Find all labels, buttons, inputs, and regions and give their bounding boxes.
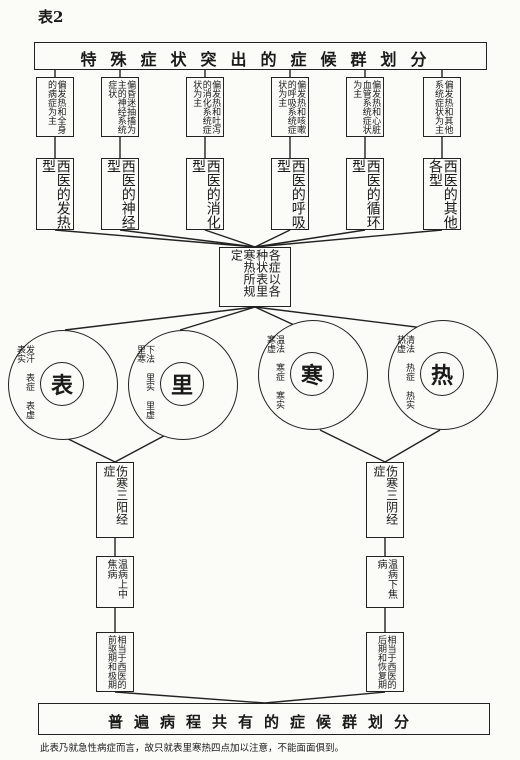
type-label: 西医的循环型 — [350, 159, 381, 229]
left-chain-box-1: 伤寒三阳经症 — [96, 462, 134, 538]
type-label: 西医的其他各型 — [427, 159, 458, 229]
chain-text: 伤寒三阳经症 — [102, 465, 129, 525]
circle-re: 清法 热症 热实 热虚 热 — [388, 320, 498, 430]
type-box-respiratory: 西医的呼吸型 — [271, 158, 309, 230]
type-label: 西医的消化型 — [190, 159, 221, 229]
chain-text: 相当于西医的后期和恢复期 — [376, 635, 396, 689]
circle-biao: 发汗 表症 表虚 表实 表 — [8, 330, 118, 440]
type-label: 西医的呼吸型 — [275, 159, 306, 229]
center-summary-box: 各症以各种状表里寒热所规定 — [219, 247, 291, 307]
right-chain-box-2: 温病下焦病 — [366, 556, 404, 608]
desc-text: 偏昏迷抽搐为主的神经系统症状 — [106, 80, 136, 134]
type-box-digestive: 西医的消化型 — [186, 158, 224, 230]
chain-text: 温病下焦病 — [375, 559, 397, 599]
type-box-neuro: 西医的神经型 — [101, 158, 139, 230]
chain-text: 相当于西医的前驱期和极期 — [106, 635, 126, 689]
desc-box-neuro: 偏昏迷抽搐为主的神经系统症状 — [101, 77, 139, 137]
type-box-circulatory: 西医的循环型 — [346, 158, 384, 230]
header-title: 特殊症状突出的症候群划分 — [80, 50, 441, 69]
desc-text: 偏发热和其他系统症状为主 — [433, 80, 453, 134]
type-box-fever: 西医的发热型 — [36, 158, 74, 230]
desc-box-circulatory: 偏发热和心脏血管系统症状为主 — [346, 77, 384, 137]
ring-text: 温法 寒症 寒实 寒虚 — [265, 335, 284, 409]
footer-title: 普遍病程共有的症候群划分 — [107, 713, 420, 731]
core-li: 里 — [160, 362, 204, 406]
type-label: 西医的发热型 — [40, 159, 71, 229]
desc-box-digestive: 偏发热和吐泻的消化系统症状为主 — [186, 77, 224, 137]
desc-text: 偏发热和吐泻的消化系统症状为主 — [191, 80, 221, 134]
ring-text: 发汗 表症 表虚 表实 — [15, 345, 34, 419]
type-label: 西医的神经型 — [105, 159, 136, 229]
footer-box: 普遍病程共有的症候群划分 — [38, 703, 490, 735]
desc-text: 偏发热和心脏血管系统症状为主 — [351, 80, 381, 134]
circle-li: 下法 里实 里虚 里寒 里 — [128, 330, 238, 440]
type-box-other: 西医的其他各型 — [423, 158, 461, 230]
center-text: 各症以各种状表里寒热所规定 — [229, 249, 282, 297]
circle-han: 温法 寒症 寒实 寒虚 寒 — [258, 320, 368, 430]
desc-box-other: 偏发热和其他系统症状为主 — [423, 77, 461, 137]
core-biao: 表 — [40, 362, 84, 406]
left-chain-box-3: 相当于西医的前驱期和极期 — [96, 632, 134, 692]
left-chain-box-2: 温病上中焦病 — [96, 556, 134, 608]
right-chain-box-3: 相当于西医的后期和恢复期 — [366, 632, 404, 692]
header-box: 特殊症状突出的症候群划分 — [34, 42, 487, 70]
ring-text: 下法 里实 里虚 里寒 — [135, 345, 154, 419]
footnote: 此表乃就急性病症而言，故只就表里寒热四点加以注意，不能面面俱到。 — [40, 743, 345, 754]
chain-text: 伤寒三阴经症 — [372, 465, 399, 525]
core-re: 热 — [420, 352, 464, 396]
desc-text: 偏发热和全身的病症为主 — [46, 80, 66, 134]
chain-text: 温病上中焦病 — [105, 559, 127, 599]
ring-text: 清法 热症 热实 热虚 — [395, 335, 414, 409]
table-caption: 表2 — [38, 8, 64, 26]
core-han: 寒 — [290, 352, 334, 396]
right-chain-box-1: 伤寒三阴经症 — [366, 462, 404, 538]
desc-box-fever: 偏发热和全身的病症为主 — [36, 77, 74, 137]
desc-box-respiratory: 偏发热和咳嗽的呼吸系统症状为主 — [271, 77, 309, 137]
desc-text: 偏发热和咳嗽的呼吸系统症状为主 — [276, 80, 306, 134]
